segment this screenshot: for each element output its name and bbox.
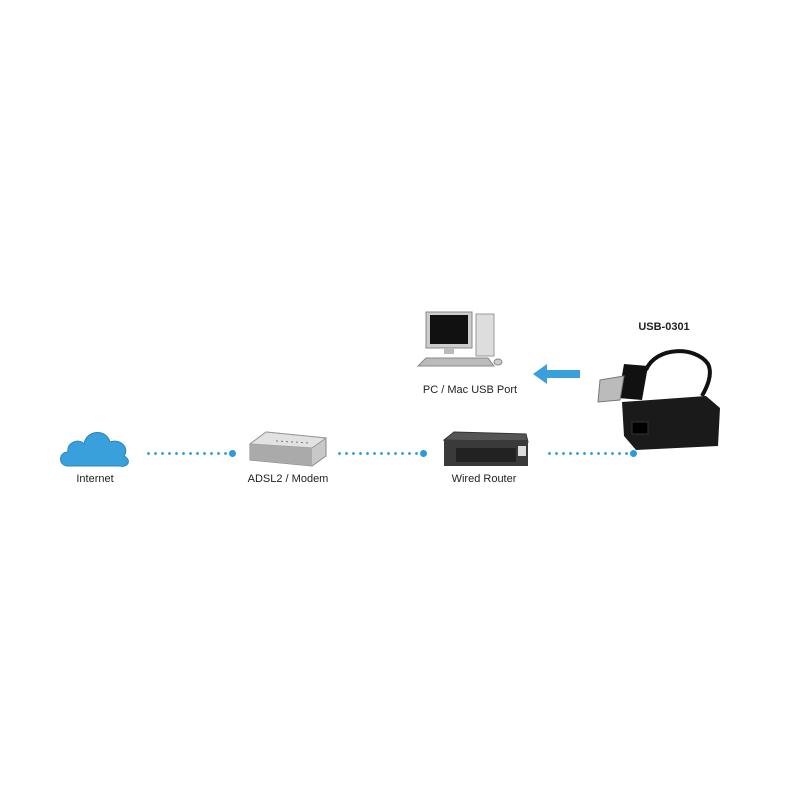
arrow-left-icon (533, 364, 580, 384)
cloud-icon (60, 432, 129, 467)
router-icon (442, 431, 529, 466)
link-modem-router (336, 452, 420, 455)
link-endpoint (420, 450, 427, 457)
modem-icon (248, 431, 328, 467)
link-endpoint (229, 450, 236, 457)
router-label: Wired Router (451, 473, 517, 485)
desktop-computer-icon (416, 311, 503, 367)
adapter-label: USB-0301 (638, 321, 690, 333)
internet-label: Internet (76, 473, 114, 485)
usb-ethernet-adapter-icon (597, 349, 720, 450)
link-internet-modem (145, 452, 229, 455)
link-router-adapter (546, 452, 630, 455)
modem-label: ADSL2 / Modem (247, 473, 329, 485)
pc-label: PC / Mac USB Port (422, 384, 518, 396)
link-endpoint (630, 450, 637, 457)
